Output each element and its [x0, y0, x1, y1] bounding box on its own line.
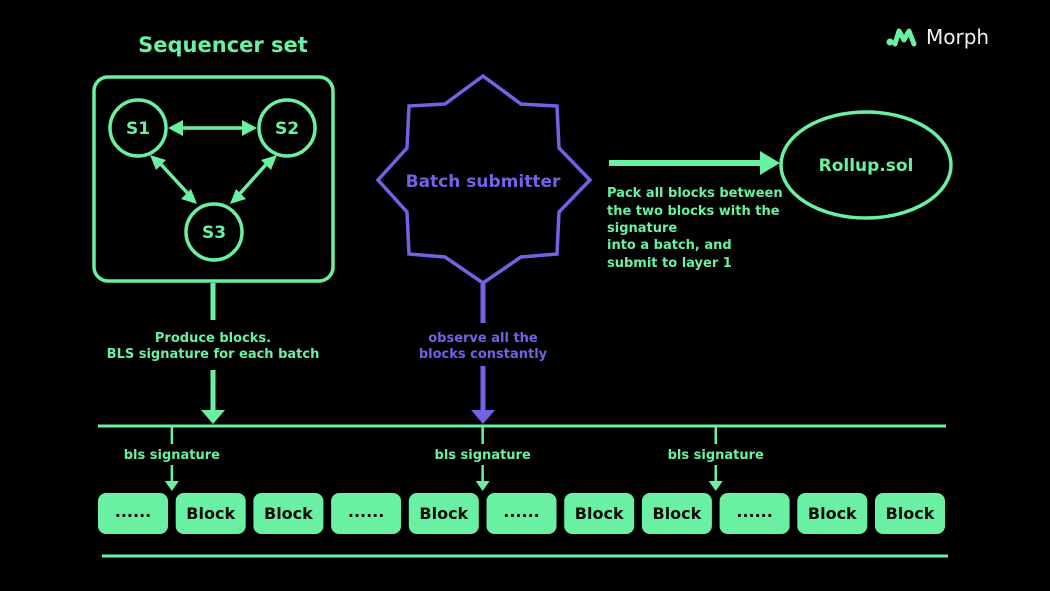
block: Block: [175, 493, 246, 534]
arrow-s1-s3: [155, 158, 194, 200]
signature-marker: bls signature: [435, 426, 531, 491]
bls-signature-label: bls signature: [668, 448, 764, 463]
block: Block: [408, 493, 479, 534]
block-label: Block: [886, 504, 935, 523]
block-label: Block: [808, 504, 857, 523]
arrowhead-icon: [168, 120, 183, 136]
arrowhead-down-icon: [164, 481, 179, 491]
bls-signature-label: bls signature: [435, 448, 531, 463]
arrowhead-right-icon: [760, 151, 780, 175]
svg-text:signature: signature: [607, 221, 677, 236]
block-label: Block: [186, 504, 235, 523]
svg-text:S2: S2: [275, 119, 299, 139]
block-label: Block: [653, 504, 702, 523]
block-ellipsis: ......: [331, 493, 402, 534]
block-label: ......: [736, 502, 772, 521]
signature-marker: bls signature: [124, 426, 220, 491]
block-label: ......: [503, 502, 539, 521]
block-label: Block: [264, 504, 313, 523]
block-label: ......: [348, 502, 384, 521]
block-label: Block: [419, 504, 468, 523]
arrowhead-down-icon: [201, 410, 225, 424]
block: Block: [564, 493, 635, 534]
svg-text:into a batch, and: into a batch, and: [607, 238, 732, 253]
block-ellipsis: ......: [486, 493, 557, 534]
batch-submitter-label: Batch submitter: [406, 172, 561, 192]
sequencer-node-s1: S1: [108, 98, 168, 158]
block: Block: [797, 493, 868, 534]
rollup-ellipse: [779, 110, 953, 220]
block-ellipsis: ......: [98, 493, 168, 534]
observe-label: observe all the: [428, 331, 538, 346]
svg-text:submit to layer 1: submit to layer 1: [607, 256, 732, 271]
morph-brand: Morph: [886, 25, 989, 49]
arrowhead-down-icon: [708, 481, 723, 491]
svg-text:Pack all blocks between: Pack all blocks between: [607, 186, 783, 201]
sequencer-set-title: Sequencer set: [138, 33, 308, 57]
rollup-description: Pack all blocks between the two blocks w…: [607, 186, 783, 271]
block-label: ......: [115, 502, 151, 521]
block: Block: [875, 493, 945, 534]
svg-text:S1: S1: [126, 119, 150, 139]
arrowhead-down-icon: [471, 410, 495, 424]
sequencer-set-box: [92, 75, 335, 283]
morph-logo-icon: [886, 28, 917, 47]
block-ellipsis: ......: [719, 493, 790, 534]
produce-blocks-label: Produce blocks.: [155, 331, 271, 346]
arrowhead-icon: [181, 189, 197, 204]
brand-name: Morph: [926, 25, 990, 49]
block: Block: [253, 493, 324, 534]
sequencer-node-s2: S2: [257, 98, 317, 158]
svg-text:S3: S3: [202, 223, 226, 243]
bls-signature-each-batch-label: BLS signature for each batch: [107, 347, 320, 362]
sequencer-node-s3: S3: [184, 202, 244, 262]
block: Block: [641, 493, 712, 534]
signature-marker: bls signature: [668, 426, 764, 491]
arrowhead-icon: [261, 155, 277, 170]
rollup-label: Rollup.sol: [819, 156, 914, 176]
arrowhead-icon: [242, 120, 257, 136]
arrowhead-icon: [230, 189, 246, 204]
block-label: Block: [575, 504, 624, 523]
observe-label-2: blocks constantly: [419, 347, 548, 362]
arrow-s2-s3: [234, 158, 272, 200]
arrowhead-down-icon: [475, 481, 490, 491]
bls-signature-label: bls signature: [124, 448, 220, 463]
arrowhead-icon: [150, 155, 166, 170]
svg-text:the two blocks with the: the two blocks with the: [607, 204, 780, 219]
